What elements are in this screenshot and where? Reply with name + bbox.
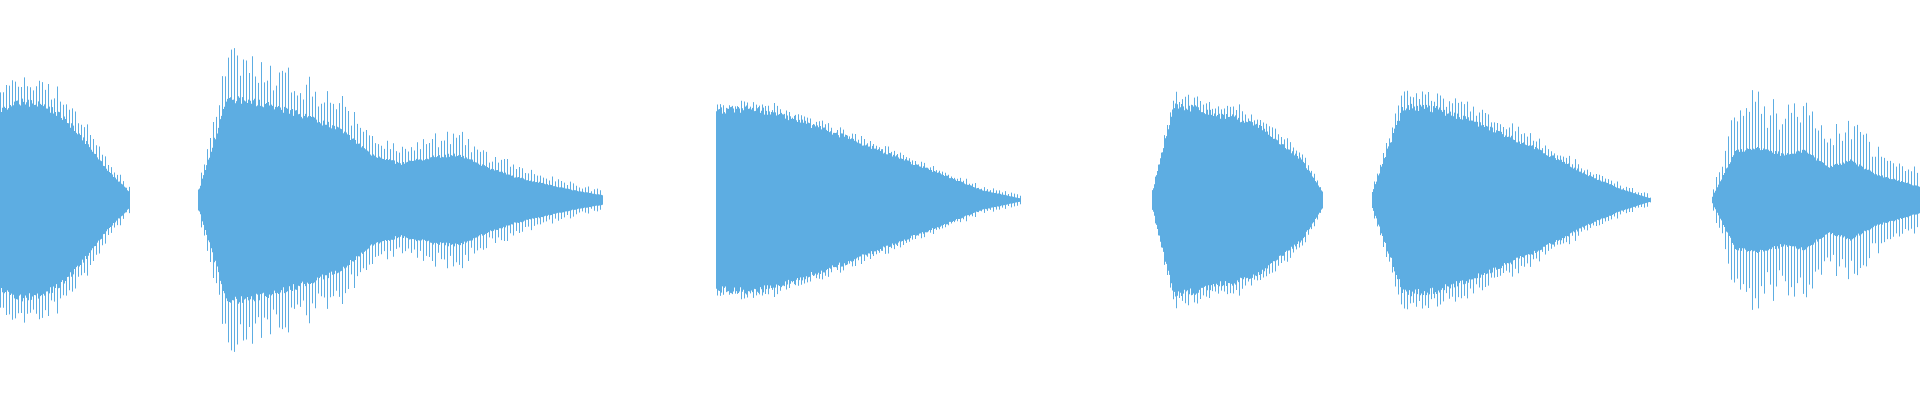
waveform-body [1372,103,1651,297]
waveform-clip-1[interactable] [0,77,130,323]
waveform-clip-6[interactable] [1712,90,1920,310]
waveform-body [716,105,1021,295]
waveform-body [1152,103,1323,297]
waveform-body [1712,146,1920,254]
waveform-clip-3[interactable] [716,100,1021,300]
waveform-clip-5[interactable] [1372,90,1651,310]
waveform-body [198,95,603,305]
waveform-body [0,98,130,302]
waveform-clip-4[interactable] [1152,91,1323,309]
waveform-clip-2[interactable] [198,48,603,352]
